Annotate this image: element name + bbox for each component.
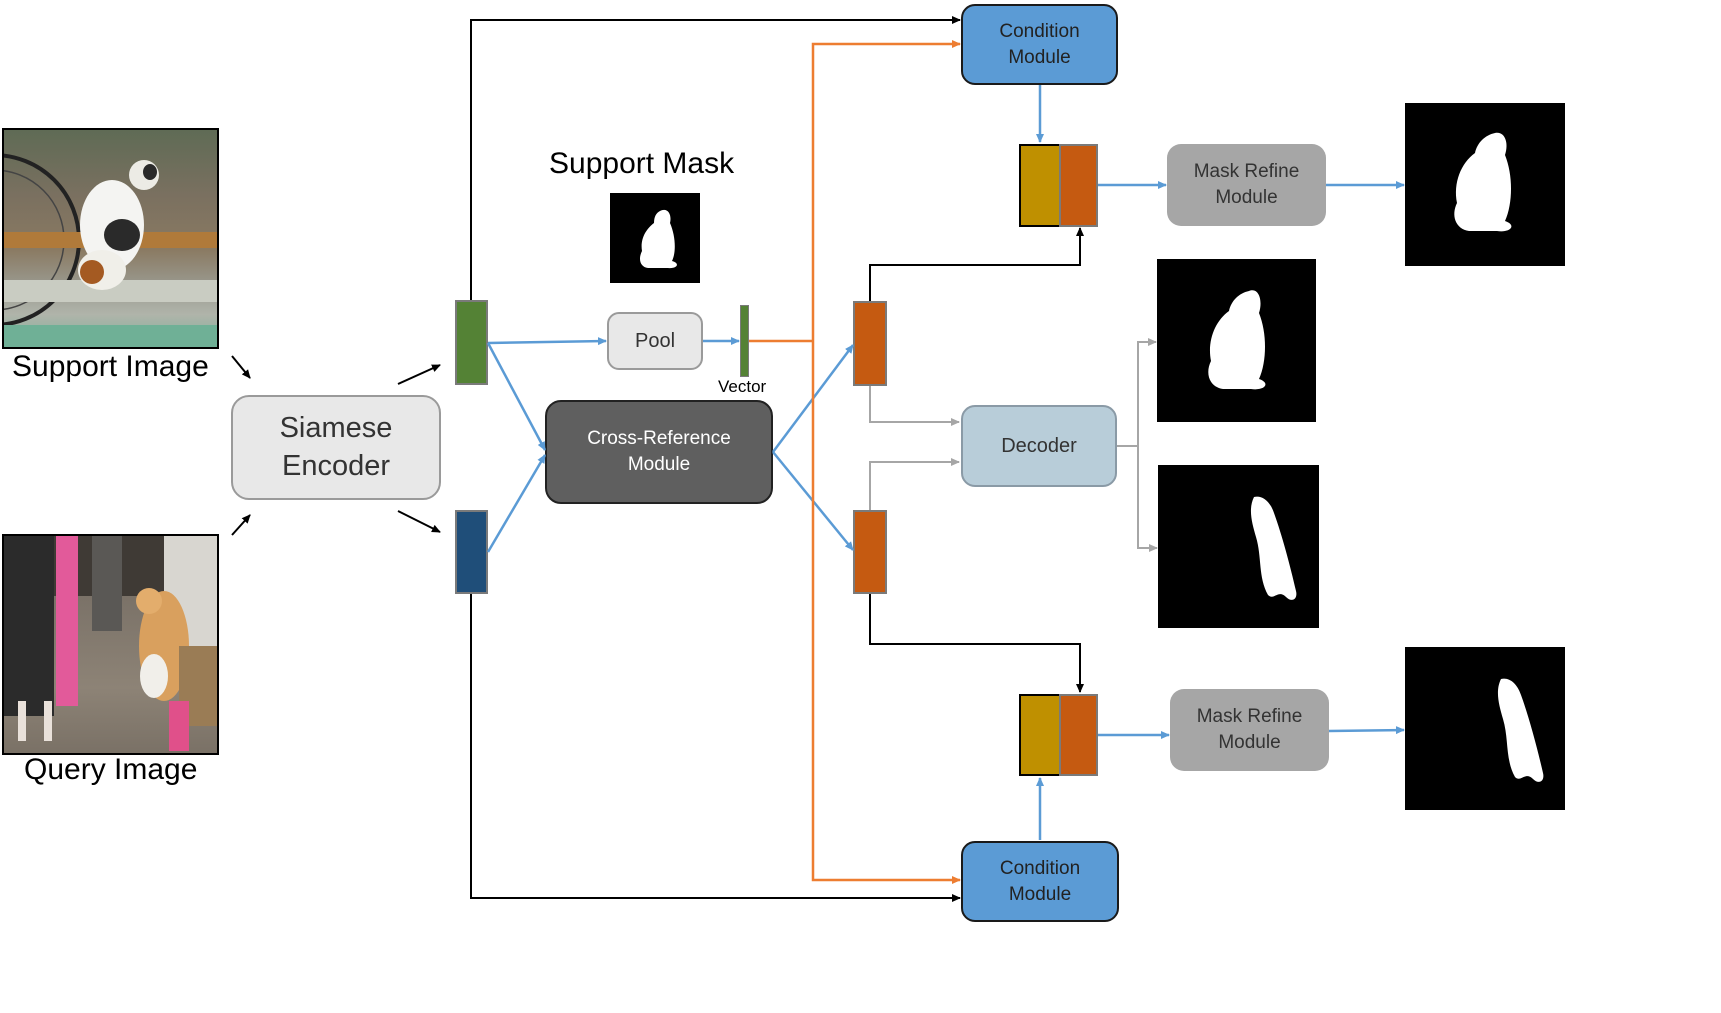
- support-mask-label: Support Mask: [549, 147, 735, 180]
- cross-feature-query: [853, 510, 887, 594]
- query-photo-art: [4, 536, 217, 751]
- support-mask: [610, 193, 700, 283]
- query-image: [2, 534, 219, 755]
- output-mask-bottom: [1405, 647, 1565, 810]
- cross-reference-module: Cross-Reference Module: [545, 400, 773, 504]
- decoder-module: Decoder: [961, 405, 1117, 487]
- mask-refine-module-bottom: Mask Refine Module: [1170, 689, 1329, 771]
- support-photo-art: [4, 153, 217, 347]
- support-vector: [740, 305, 749, 377]
- decoder-support-mask: [1157, 259, 1316, 422]
- arrow-cross-ref-to-support-cross-feature: [771, 344, 855, 453]
- arrow-support-feature-to-pool: [487, 337, 607, 346]
- arrow-support-feature-to-cross-ref: [486, 342, 547, 451]
- arrow-decoder-to-query-mask: [1137, 446, 1158, 552]
- pool-module: Pool: [607, 312, 703, 370]
- condition-feature-bottom: [1019, 694, 1062, 776]
- condition-module-top: Condition Module: [961, 4, 1118, 85]
- arrow-vector-to-condition-bottom: [811, 341, 961, 884]
- condition-module-bottom: Condition Module: [961, 841, 1119, 922]
- arrow-support-cross-to-decoder: [869, 386, 960, 426]
- arrow-decoder-to-support-mask: [1137, 338, 1157, 446]
- siamese-encoder: Siamese Encoder: [231, 395, 441, 500]
- arrow-query-feature-to-condition-bottom: [470, 594, 961, 902]
- query-image-label: Query Image: [24, 753, 198, 786]
- arrow-query-feature-to-cross-ref: [486, 454, 547, 553]
- support-image-label: Support Image: [12, 350, 209, 383]
- cross-feature-bottom: [1059, 694, 1098, 776]
- arrow-vector-to-condition-top: [811, 40, 961, 341]
- arrow-query-cross-to-decoder: [869, 458, 960, 510]
- support-feature-map: [455, 300, 488, 385]
- query-feature-map: [455, 510, 488, 594]
- decoder-query-mask: [1158, 465, 1319, 628]
- arrow-support-cross-to-concat-top: [869, 227, 1084, 301]
- cross-feature-top: [1059, 144, 1098, 227]
- arrow-query-to-encoder: [231, 514, 251, 536]
- condition-feature-top: [1019, 144, 1062, 227]
- arrow-encoder-to-support-feature: [397, 364, 441, 385]
- output-mask-top: [1405, 103, 1565, 266]
- arrow-query-cross-to-concat-bottom: [869, 594, 1084, 693]
- mask-refine-module-top: Mask Refine Module: [1167, 144, 1326, 226]
- arrow-support-to-encoder: [231, 355, 251, 379]
- support-image: [2, 128, 219, 349]
- arrow-cross-ref-to-query-cross-feature: [772, 451, 854, 551]
- vector-label: Vector: [718, 377, 767, 396]
- arrow-encoder-to-query-feature: [397, 510, 441, 533]
- cross-feature-support: [853, 301, 887, 386]
- arrow-refine-bottom-to-output: [1328, 726, 1405, 735]
